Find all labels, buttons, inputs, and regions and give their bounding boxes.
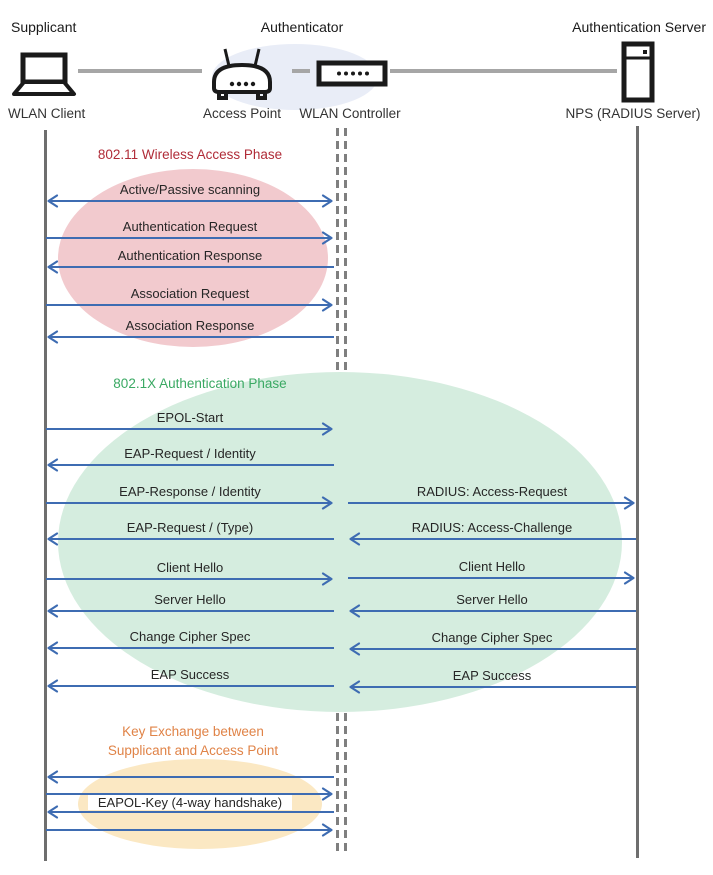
message-arrow-left <box>47 458 334 472</box>
server-icon <box>621 41 655 103</box>
message-label: Active/Passive scanning <box>119 182 261 197</box>
phase1-title: 802.11 Wireless Access Phase <box>97 147 283 162</box>
message-label: EPOL-Start <box>156 410 224 425</box>
message-label: Association Request <box>130 286 250 301</box>
message-arrow-right <box>46 787 333 801</box>
laptop-icon <box>10 52 78 98</box>
lifeline-authentication-server <box>636 126 639 858</box>
message-arrow-left <box>349 642 636 656</box>
message-arrow-left <box>47 805 334 819</box>
message-arrow-left <box>349 532 636 546</box>
message-arrow-right <box>46 572 333 586</box>
message-label: Client Hello <box>156 560 224 575</box>
message-arrow-right <box>46 231 333 245</box>
wlan-controller-icon <box>316 60 388 87</box>
access-point-icon <box>206 46 278 102</box>
message-label: Association Response <box>125 318 255 333</box>
message-arrow-both <box>47 194 333 208</box>
message-label: Server Hello <box>154 592 226 607</box>
device-label-nps-radius-server: NPS (RADIUS Server) <box>565 106 701 121</box>
message-label: EAP-Response / Identity <box>119 484 261 499</box>
message-arrow-left <box>47 770 334 784</box>
connector-line-ap-controller <box>292 69 310 73</box>
message-label: Authentication Request <box>122 219 258 234</box>
message-label: Authentication Response <box>117 248 263 263</box>
message-label: EAPOL-Key (4-way handshake) <box>46 795 334 810</box>
message-label: Change Cipher Spec <box>129 629 251 644</box>
message-label: RADIUS: Access-Challenge <box>411 520 573 535</box>
message-label: Client Hello <box>458 559 526 574</box>
message-arrow-left <box>47 532 334 546</box>
message-arrow-left <box>349 604 636 618</box>
message-label: EAP-Request / (Type) <box>126 520 254 535</box>
message-arrow-left <box>349 680 636 694</box>
message-label: Change Cipher Spec <box>431 630 553 645</box>
message-label: RADIUS: Access-Request <box>416 484 568 499</box>
message-label: EAP Success <box>452 668 532 683</box>
message-arrow-left <box>47 679 334 693</box>
message-label: EAP-Request / Identity <box>124 446 256 461</box>
phase1-ellipse <box>58 169 328 347</box>
message-label: Server Hello <box>456 592 528 607</box>
connector-line-controller-server <box>390 69 617 73</box>
connector-line-client-ap <box>78 69 202 73</box>
lifeline-supplicant <box>44 130 47 861</box>
actor-role-supplicant: Supplicant <box>11 19 77 35</box>
message-arrow-left <box>47 260 334 274</box>
phase3-title-line1: Key Exchange between <box>122 724 264 739</box>
message-arrow-right <box>46 422 333 436</box>
message-arrow-right <box>348 571 635 585</box>
message-arrow-right <box>348 496 635 510</box>
message-arrow-left <box>47 641 334 655</box>
message-arrow-left <box>47 604 334 618</box>
phase3-title: Key Exchange between Supplicant and Acce… <box>49 722 337 760</box>
actor-role-authenticator: Authenticator <box>260 19 344 35</box>
device-label-wlan-client: WLAN Client <box>8 106 86 121</box>
message-arrow-right <box>46 823 333 837</box>
device-label-wlan-controller: WLAN Controller <box>299 106 401 121</box>
actor-role-authentication-server: Authentication Server <box>572 19 706 35</box>
message-arrow-left <box>47 330 334 344</box>
message-label: EAP Success <box>150 667 230 682</box>
phase3-title-line2: Supplicant and Access Point <box>107 743 279 758</box>
message-arrow-right <box>46 496 333 510</box>
device-label-access-point: Access Point <box>202 106 282 121</box>
phase2-title: 802.1X Authentication Phase <box>113 376 287 391</box>
message-arrow-right <box>46 298 333 312</box>
